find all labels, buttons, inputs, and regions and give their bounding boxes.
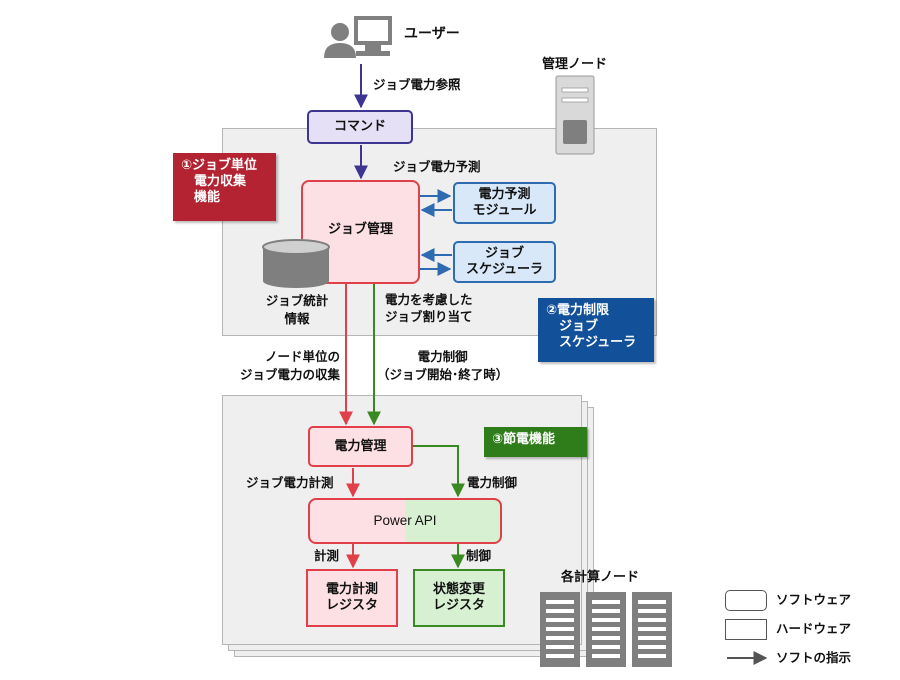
- management-server-icon: [555, 75, 595, 155]
- legend-instruction-label: ソフトの指示: [776, 650, 852, 665]
- compute-nodes-label: 各計算ノード: [561, 570, 640, 585]
- user-icon: [324, 16, 392, 58]
- badge-power-limit-scheduler: ②電力制限 ジョブ スケジューラ: [538, 298, 654, 362]
- compute-servers-icon: [540, 592, 672, 667]
- job-stats-label: ジョブ統計 情報: [265, 293, 329, 326]
- legend-software-label: ソフトウェア: [776, 592, 852, 607]
- badge-job-power-collection: ①ジョブ単位 電力収集 機能: [173, 153, 276, 221]
- legend-software-swatch: [725, 590, 767, 611]
- badge-power-saving: ③節電機能: [484, 427, 587, 457]
- label-job-power-measurement: ジョブ電力計測: [246, 475, 334, 490]
- label-node-collection: ノード単位の ジョブ電力の収集: [239, 349, 340, 382]
- management-node-label: 管理ノード: [542, 57, 608, 72]
- label-power-control: 電力制御: [467, 475, 518, 490]
- power-meas-register-box: 電力計測 レジスタ: [306, 569, 398, 627]
- power-predict-box: 電力予測 モジュール: [453, 182, 556, 224]
- user-label: ユーザー: [404, 26, 460, 42]
- state-change-register-box: 状態変更 レジスタ: [413, 569, 505, 627]
- label-job-power-ref: ジョブ電力参照: [373, 77, 461, 92]
- label-power-aware-allocation: 電力を考慮した ジョブ割り当て: [385, 292, 473, 324]
- power-api-label: Power API: [373, 513, 437, 528]
- label-power-control-timing: 電力制御 （ジョブ開始･終了時）: [377, 349, 509, 382]
- legend-hardware-swatch: [725, 619, 767, 640]
- command-box: コマンド: [307, 110, 413, 144]
- label-measure: 計測: [314, 548, 340, 563]
- job-scheduler-box: ジョブ スケジューラ: [453, 241, 556, 283]
- power-manager-box: 電力管理: [308, 426, 413, 467]
- legend-hardware-label: ハードウェア: [776, 621, 852, 636]
- arrow-power-manager-to-api-green: [413, 445, 465, 498]
- label-control: 制御: [466, 548, 492, 563]
- power-api-box: Power API: [308, 498, 502, 544]
- label-job-power-predict: ジョブ電力予測: [393, 159, 481, 174]
